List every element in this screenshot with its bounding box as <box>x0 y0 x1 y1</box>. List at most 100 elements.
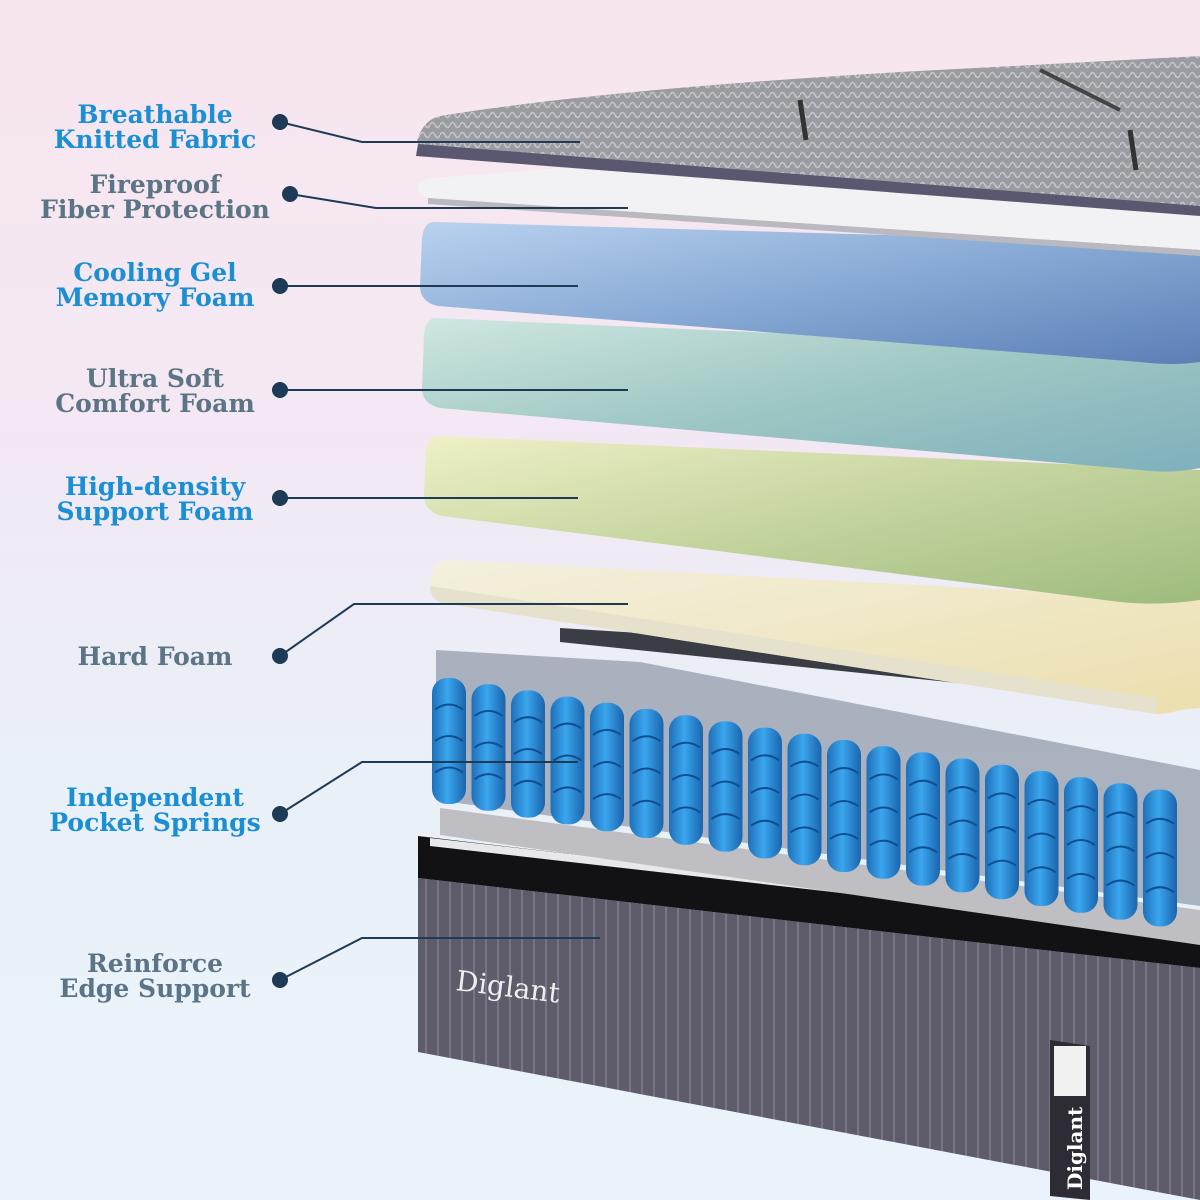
spring-coil <box>945 758 980 893</box>
leader-dot <box>282 186 298 202</box>
spring-coil-ring <box>631 767 662 775</box>
spring-coil-ring <box>631 735 662 743</box>
spring-coil-ring <box>908 813 938 820</box>
spring-coil-ring <box>552 754 583 762</box>
leader-dot <box>272 382 288 398</box>
spring-coil <box>748 727 782 859</box>
spring-coil-ring <box>987 826 1017 833</box>
spring-coil <box>906 752 940 886</box>
spring-coil-ring <box>868 839 899 847</box>
spring-coil-ring <box>434 703 464 711</box>
spring-coil <box>669 715 703 845</box>
spring-coil <box>866 746 901 879</box>
spring-coil-ring <box>789 826 820 834</box>
layer-cooling-gel-foam <box>420 222 1200 364</box>
label-breathable-knitted-fabric: Breathable Knitted Fabric <box>53 100 257 154</box>
spring-coil-ring <box>671 741 701 749</box>
leader-lines <box>279 121 628 981</box>
spring-coil-ring <box>1145 817 1175 825</box>
spring-coil-ring <box>987 792 1017 800</box>
spring-coil-ring <box>789 793 820 801</box>
label-high-density-support-foam: High-density Support Foam <box>56 472 254 526</box>
spring-coil-ring <box>947 786 978 793</box>
label-reinforce-edge-support: Reinforce Edge Support <box>59 949 251 1003</box>
spring-coil <box>629 709 664 838</box>
layer-hard-foam <box>430 560 1200 714</box>
spring-coil <box>432 678 466 804</box>
spring-coil <box>511 690 545 818</box>
spring-coil-ring <box>908 779 938 787</box>
spring-coil <box>471 684 506 811</box>
spring-coil-ring <box>947 819 978 827</box>
spring-coil-ring <box>434 735 464 742</box>
spring-coil-ring <box>1026 832 1057 840</box>
spring-coil <box>1143 789 1177 927</box>
spring-coil <box>1103 783 1138 920</box>
pocket-springs <box>432 678 1177 927</box>
layer-fiber-protection <box>417 168 1200 256</box>
spring-coil-ring <box>1105 811 1136 819</box>
spring-coil-ring <box>1145 886 1175 894</box>
layer-comfort-foam <box>422 318 1200 472</box>
spring-coil <box>1064 777 1098 913</box>
spring-coil-ring <box>868 806 899 814</box>
spring-coil-ring <box>829 833 859 840</box>
label-independent-pocket-springs: Independent Pocket Springs <box>49 783 261 837</box>
spring-coil-ring <box>1105 879 1136 887</box>
label-ultra-soft-comfort-foam: Ultra Soft Comfort Foam <box>55 364 255 418</box>
leader-dot <box>272 490 288 506</box>
spring-coil-ring <box>1026 798 1057 806</box>
layer-knitted-fabric <box>416 56 1200 216</box>
spring-coil-ring <box>710 747 741 755</box>
spring-coil <box>550 696 585 825</box>
leader-dot <box>272 972 288 988</box>
spring-coil-ring <box>592 728 622 736</box>
spring-coil-ring <box>829 800 859 807</box>
spring-coil-ring <box>513 748 543 755</box>
spring-coil-ring <box>631 799 662 807</box>
label-cooling-gel-memory-foam: Cooling Gel Memory Foam <box>55 258 255 312</box>
spring-coil-ring <box>710 813 741 820</box>
spring-coil-ring <box>987 859 1017 867</box>
spring-coil-ring <box>552 722 583 730</box>
spring-coil-ring <box>671 774 701 781</box>
spring-base-layer <box>440 808 1200 945</box>
spring-coil-ring <box>552 786 583 794</box>
spring-coil-ring <box>789 760 820 768</box>
spring-coil-ring <box>473 741 504 749</box>
spring-coil-ring <box>434 766 464 774</box>
leader-dots <box>272 114 298 988</box>
spring-coil-ring <box>513 779 543 787</box>
spring-coil-ring <box>1026 866 1057 874</box>
spring-coil-ring <box>1105 845 1136 853</box>
spring-coil <box>590 702 624 832</box>
spring-coil-ring <box>750 754 780 762</box>
spring-coil-ring <box>750 787 780 794</box>
leader-dot <box>272 278 288 294</box>
leader-dot <box>272 114 288 130</box>
leader-dot <box>272 806 288 822</box>
spring-coil <box>708 721 743 852</box>
spring-coil <box>827 740 861 872</box>
spring-coil-ring <box>592 761 622 768</box>
spring-coil-ring <box>513 716 543 724</box>
spring-coil-ring <box>1066 805 1096 812</box>
spring-coil-ring <box>473 709 504 717</box>
spring-coil-ring <box>868 773 899 781</box>
spring-coil-ring <box>829 767 859 774</box>
spring-coil-ring <box>671 806 701 814</box>
spring-coil-ring <box>710 780 741 788</box>
spring-coil <box>787 733 822 866</box>
spring-coil-ring <box>947 852 978 860</box>
layer-high-density-foam <box>424 436 1200 604</box>
spring-coil-ring <box>750 819 780 827</box>
leader-dot <box>272 648 288 664</box>
brand-tag-logo: Diglant <box>1063 1106 1087 1190</box>
spring-coil-ring <box>1066 839 1096 846</box>
spring-coil-ring <box>908 846 938 854</box>
spring-coil-ring <box>1066 872 1096 880</box>
spring-coil <box>1024 771 1059 906</box>
spring-coil-ring <box>473 773 504 780</box>
spring-coil-ring <box>1145 852 1175 859</box>
